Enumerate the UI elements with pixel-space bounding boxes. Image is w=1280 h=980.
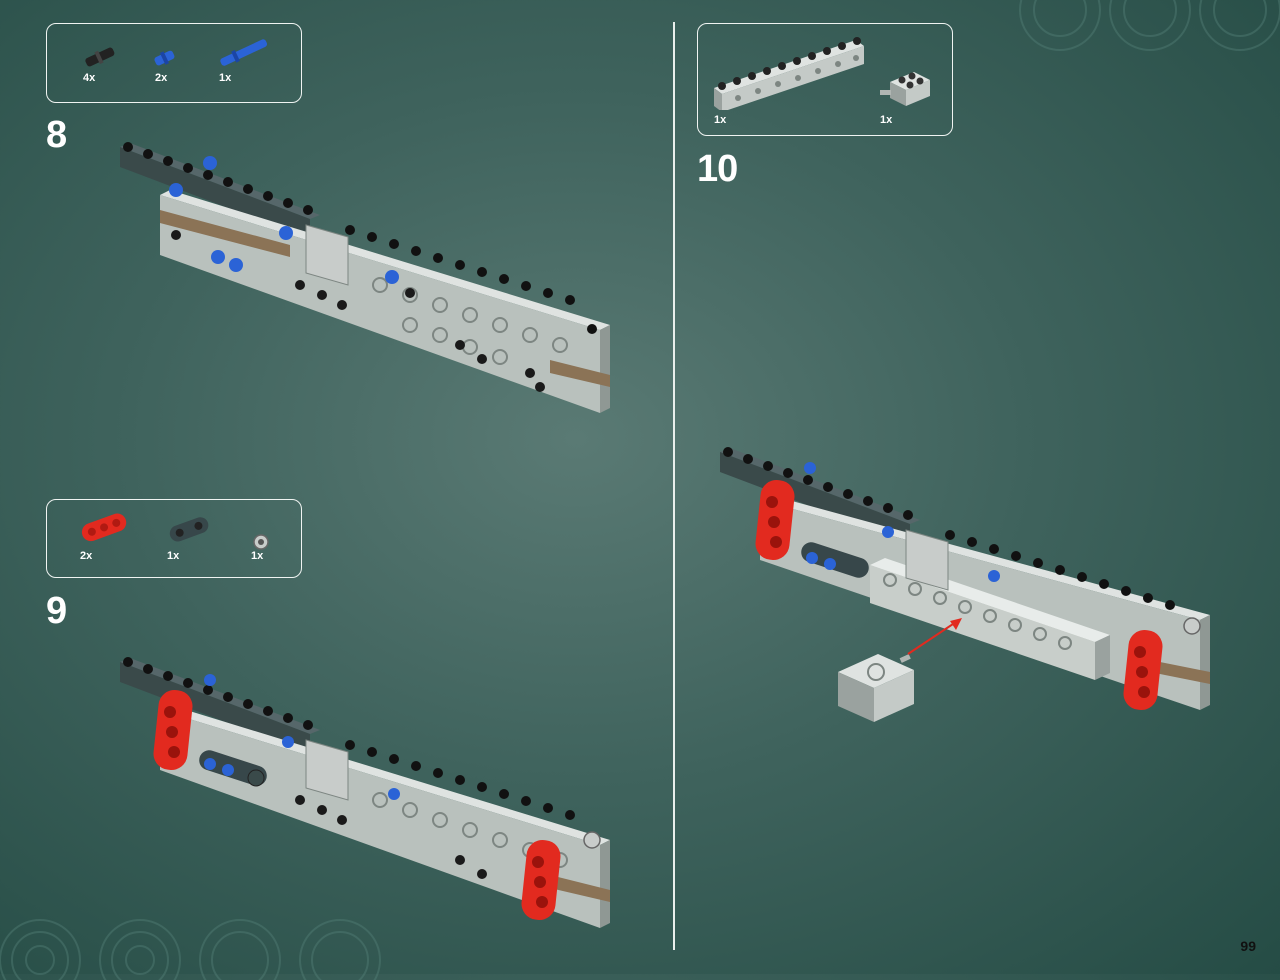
part-pin-icon [85,47,115,67]
assembly-step-8 [120,142,610,413]
part-red-liftarm-icon [81,513,127,542]
page-number: 99 [1240,938,1256,954]
technic-beam-assembly [120,657,610,928]
part-qty: 1x [219,72,232,84]
part-qty: 4x [83,72,96,84]
part-qty: 1x [880,114,893,126]
technic-beam-assembly [120,142,610,413]
part-brick-with-pin-icon [880,72,930,106]
part-qty: 2x [155,72,168,84]
part-qty: 1x [251,550,264,562]
part-bush-icon [253,534,269,550]
step-number: 9 [46,590,67,632]
page-divider [673,22,675,950]
decorative-circles-top [1019,0,1280,51]
part-qty: 1x [167,550,180,562]
assembly-step-9 [120,657,610,928]
decorative-circles-bottom [0,919,381,980]
parts-callout-step-8: 4x 2x 1x [46,23,302,103]
assembly-step-10 [720,447,1210,722]
parts-callout-step-10: 1x 1x [697,23,953,136]
part-long-axle-pin-icon [220,39,268,66]
part-axle-pin-icon [154,50,175,66]
technic-beam-assembly [720,447,1210,722]
parts-callout-step-9: 2x 1x 1x [46,499,302,578]
part-qty: 1x [714,114,727,126]
part-dark-connector-icon [169,517,209,542]
assembly-arrow [907,621,957,655]
part-qty: 2x [80,550,93,562]
step-number: 10 [697,148,738,190]
step-number: 8 [46,114,67,156]
part-technic-brick-icon [714,37,864,110]
